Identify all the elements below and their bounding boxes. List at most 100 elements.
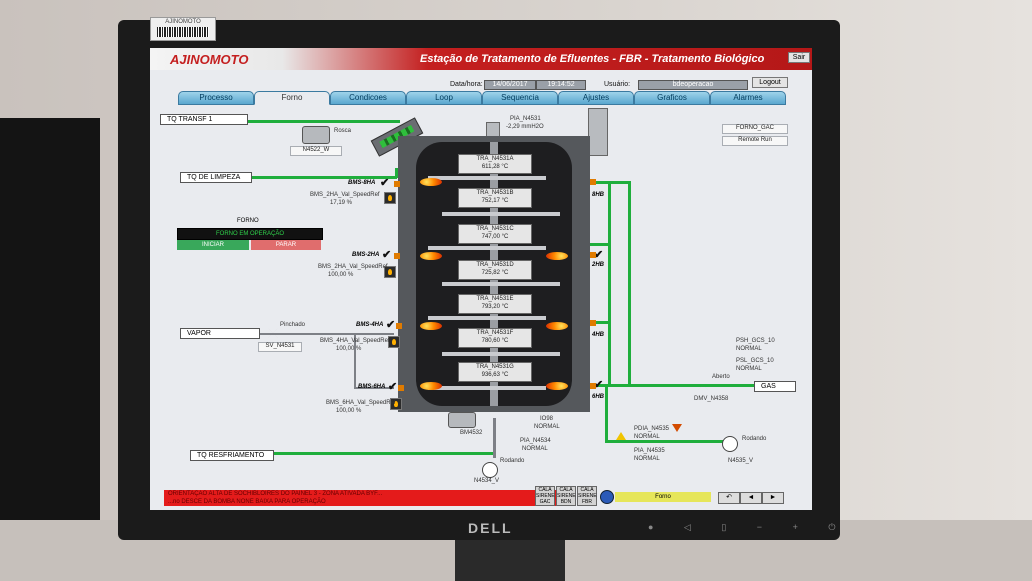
tab-alarmes[interactable]: Alarmes: [710, 91, 786, 105]
pipe-gas-header-b: [628, 181, 631, 387]
check-6ha-icon: ✔: [388, 381, 398, 393]
burner-4ha-sp-value: 100,00 %: [336, 346, 362, 352]
burner-4ha-icon[interactable]: [388, 336, 400, 348]
tab-condicoes[interactable]: Condicoes: [330, 91, 406, 105]
flame-6hb: [546, 382, 568, 390]
flame-4ha: [420, 322, 442, 330]
back-icon[interactable]: ↶: [718, 492, 740, 504]
exit-button[interactable]: Sair: [788, 52, 810, 63]
pipe-gas-2hb: [590, 243, 610, 246]
burner-2ha-icon[interactable]: [384, 266, 396, 278]
steam-valve-tag: SV_N4531: [258, 342, 302, 352]
gas-valve-tag: DMV_N4358: [694, 396, 729, 402]
burner-8ha-icon[interactable]: [384, 192, 396, 204]
burner-8ha-label: BMS-8HA: [348, 180, 376, 186]
info-icon[interactable]: [600, 490, 614, 504]
gas-valve-icon[interactable]: [698, 380, 708, 390]
panel-title: FORNO: [237, 218, 259, 224]
burner-2ha-sp-value: 100,00 %: [328, 272, 354, 278]
feed-motor-icon: [302, 126, 330, 144]
silence-siren-gac-button[interactable]: CALA SIRENE GAC: [535, 486, 555, 506]
silence-siren-fbr-button[interactable]: CALA SIRENE FBR: [577, 486, 597, 506]
header-bar: AJINOMOTO Estação de Tratamento de Eflue…: [150, 48, 812, 70]
tab-bar: Processo Forno Condicoes Loop Sequencia …: [178, 91, 788, 105]
burner-6ha-icon[interactable]: [390, 398, 402, 410]
furnace-control-panel: FORNO FORNO EM OPERAÇÃO INICIAR PARAR: [177, 218, 323, 254]
datetime-label: Data/hora:: [450, 81, 483, 88]
hearth-3: [428, 246, 546, 250]
burner-8ha-sp-tag: BMS_2HA_Val_SpeedRef: [310, 192, 380, 198]
alarm-banner[interactable]: ORIENTAÇÃO ALTA DE SOCHIBLOIRES DO PAINE…: [164, 490, 568, 506]
pipe-air: [605, 440, 725, 443]
tab-graficos[interactable]: Graficos: [634, 91, 710, 105]
burner-2hb-label: 2HB: [592, 262, 605, 268]
burner-4ha-sp-tag: BMS_4HA_Val_SpeedRef: [320, 338, 390, 344]
exhaust-stack-icon: [588, 108, 608, 156]
pipe-vapor-branch: [354, 387, 394, 389]
furnace-status: FORNO EM OPERAÇÃO: [177, 228, 323, 240]
tab-sequencia[interactable]: Sequencia: [482, 91, 558, 105]
next-icon[interactable]: ►: [762, 492, 784, 504]
check-6hb-icon: ✔: [594, 379, 604, 391]
tab-processo[interactable]: Processo: [178, 91, 254, 105]
hearth-7: [428, 386, 546, 390]
pdia-tag: PDIA_N4535: [634, 426, 670, 432]
screw-label: Rosca: [334, 128, 352, 134]
temp-g-tag: TRA_N4531G: [476, 364, 514, 370]
hmi-screen: AJINOMOTO Estação de Tratamento de Eflue…: [150, 48, 812, 510]
burner-8ha-sp-value: 17,19 %: [330, 200, 353, 206]
temp-a-tag: TRA_N4531A: [476, 156, 514, 162]
monitor-asset-label: AJINOMOTO: [150, 17, 216, 41]
date-field: 14/06/2017: [484, 80, 536, 90]
tag-tq-limpeza: TQ DE LIMPEZA: [180, 172, 252, 183]
pia-4534-state: NORMAL: [522, 446, 548, 452]
burner-2ha-sp-tag: BMS_2HA_Val_SpeedRef: [318, 264, 388, 270]
tab-ajustes[interactable]: Ajustes: [558, 91, 634, 105]
start-button[interactable]: INICIAR: [177, 240, 249, 250]
hearth-1: [428, 176, 546, 180]
tag-gas: GAS: [754, 381, 796, 392]
pia-4535-state: NORMAL: [634, 456, 660, 462]
tag-vapor: VAPOR: [180, 328, 260, 339]
temp-c-value: 747,00 °C: [481, 234, 509, 240]
hearth-2: [442, 212, 560, 216]
temp-e-tag: TRA_N4531E: [476, 296, 514, 302]
io-tag: IO98: [540, 416, 554, 422]
stop-button[interactable]: PARAR: [251, 240, 321, 250]
valve-2hb-icon: [590, 252, 596, 258]
logout-button[interactable]: Logout: [752, 77, 788, 88]
check-4ha-icon: ✔: [386, 319, 396, 331]
check-2hb-icon: ✔: [594, 249, 604, 261]
forno-gac-tag: FORNO_GAC: [722, 124, 788, 134]
monitor-brand: DELL: [468, 520, 513, 536]
pipe-gas-4hb: [590, 321, 610, 324]
alarm-line-2: ...no DESCE DA BOMBA NONE BAIXA PARA OPE…: [168, 499, 326, 505]
pipe-cleaning-riser: [395, 168, 398, 178]
tab-loop[interactable]: Loop: [406, 91, 482, 105]
pia-4535-tag: PIA_N4535: [634, 448, 665, 454]
steam-valve-icon[interactable]: [268, 328, 278, 338]
pipe-vapor: [254, 333, 394, 335]
burner-4ha-label: BMS-4HA: [356, 322, 384, 328]
temp-b-value: 752,17 °C: [481, 198, 509, 204]
user-label: Usuário:: [604, 81, 631, 88]
tab-forno[interactable]: Forno: [254, 91, 330, 105]
burner-6hb-label: 6HB: [592, 394, 605, 400]
silence-siren-bdn-button[interactable]: CALA SIRENE BDN: [556, 486, 576, 506]
valve-2ha-icon: [394, 253, 400, 259]
prev-icon[interactable]: ◄: [740, 492, 762, 504]
temp-f-value: 780,60 °C: [481, 338, 509, 344]
monitor-buttons[interactable]: ● ◁ ▯ − + ⏻: [648, 522, 850, 532]
alarm-triangle-icon: [672, 424, 682, 432]
burner-6ha-sp-value: 100,00 %: [336, 408, 362, 414]
io-state: NORMAL: [534, 424, 560, 430]
bottom-pump-icon[interactable]: [482, 462, 498, 478]
flame-2hb: [546, 252, 568, 260]
blower-icon[interactable]: [722, 436, 738, 452]
pipe-cleaning: [247, 176, 397, 179]
